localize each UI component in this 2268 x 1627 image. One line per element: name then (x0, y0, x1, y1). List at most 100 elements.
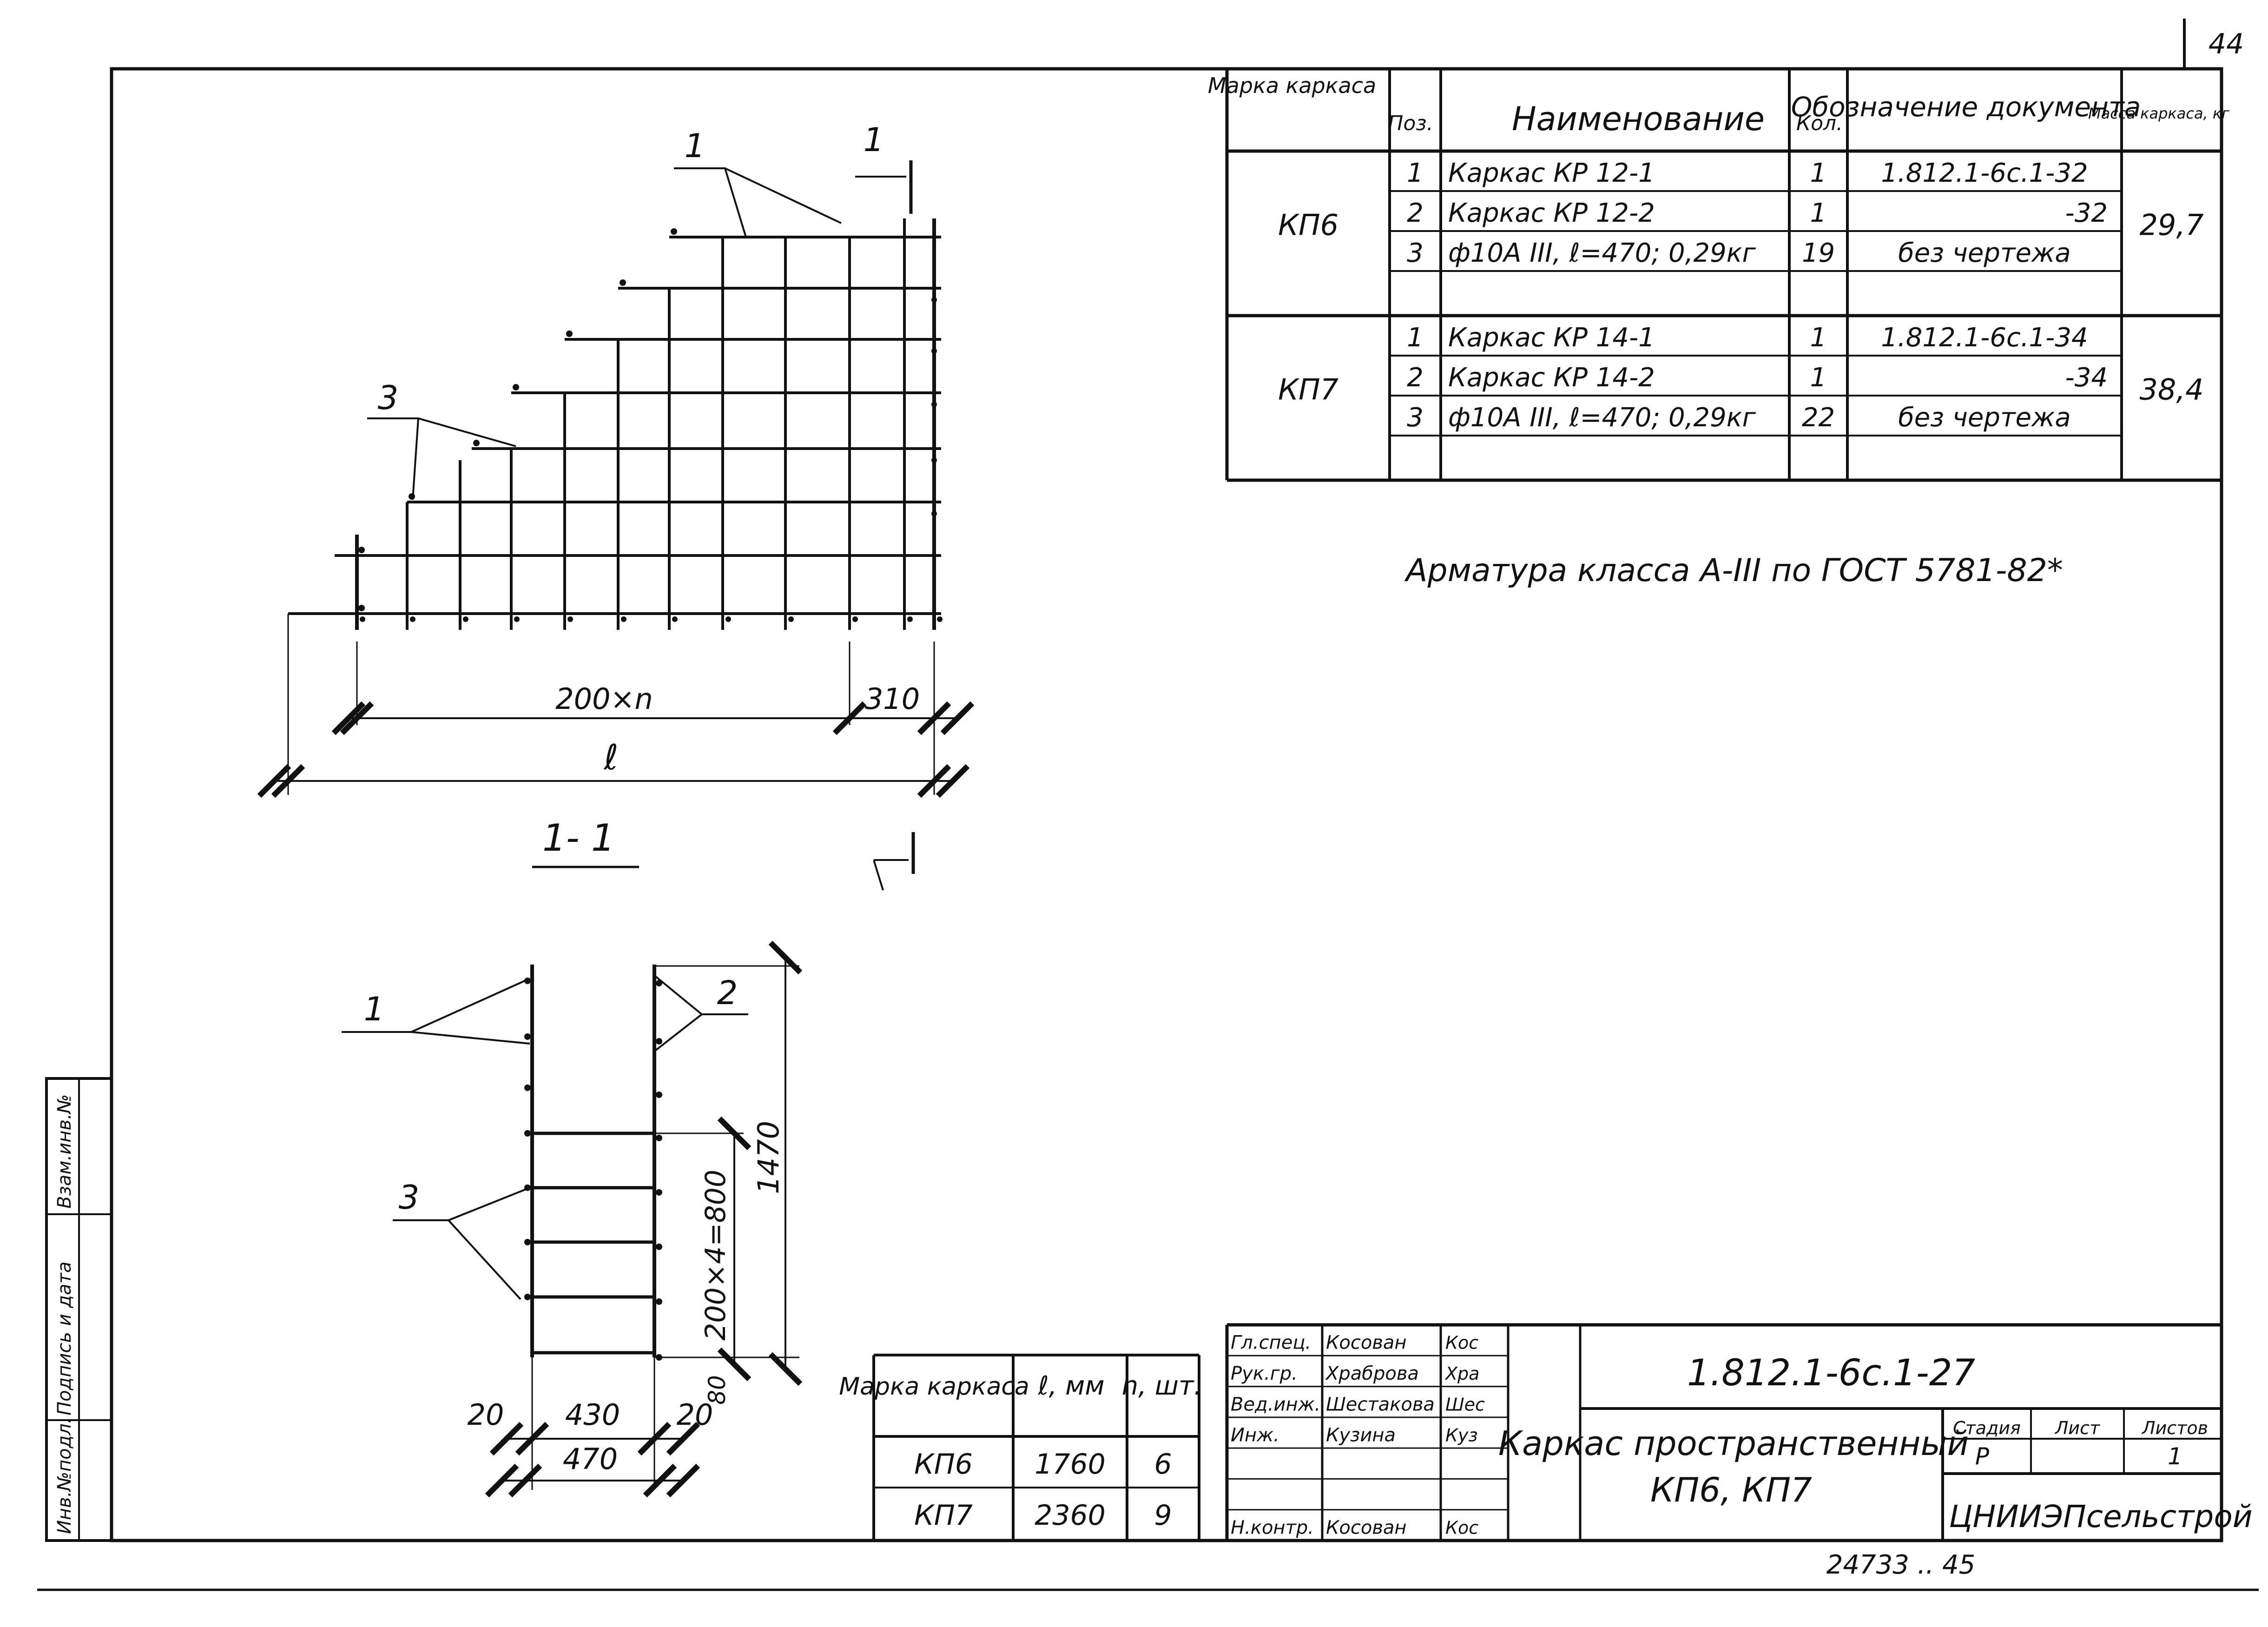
weld-dot (567, 616, 573, 622)
spec-cell-qty: 1 (1810, 158, 1827, 188)
spec-cell-pos: 3 (1407, 238, 1424, 268)
spec-cell-name: Каркас КР 14-2 (1448, 363, 1655, 393)
weld-dot (524, 1294, 531, 1300)
spec-cell-doc: -32 (2065, 198, 2108, 228)
spec-cell-name: ф10А III, ℓ=470; 0,29кг (1448, 403, 1756, 433)
section-leader-3: 3 (399, 1178, 420, 1217)
size-cell-mark: КП6 (914, 1448, 973, 1481)
weld-dot (524, 1033, 531, 1040)
spec-group-mark: КП6 (1278, 208, 1338, 242)
cage-elevation (288, 218, 943, 630)
weld-dot (931, 297, 937, 303)
weld-dot (409, 493, 415, 500)
spec-cell-pos: 1 (1407, 158, 1424, 188)
spec-group-mark: КП7 (1278, 373, 1338, 407)
weld-dot (473, 440, 480, 446)
weld-dot (656, 1038, 662, 1045)
spec-cell-name: Каркас КР 14-1 (1448, 323, 1655, 353)
dim-section-height: 1470 (752, 1121, 785, 1194)
weld-dot (358, 547, 365, 553)
weld-dot (358, 605, 365, 611)
stage-value: Р (1975, 1443, 1990, 1470)
spec-header-doc: Обозначение документа (1791, 91, 2141, 123)
weld-dot (725, 616, 731, 622)
stage-label: Стадия (1953, 1418, 2021, 1438)
tb-sign-role: Гл.спец. (1231, 1332, 1311, 1354)
weld-dot (566, 331, 573, 337)
spec-cell-pos: 1 (1407, 323, 1424, 353)
dim-main-span: 200×n (555, 682, 653, 716)
tb-sign-name: Косован (1326, 1332, 1407, 1354)
weld-dot (788, 616, 794, 622)
organization: ЦНИИЭПсельстрой (1949, 1499, 2252, 1534)
weld-dot (656, 1091, 662, 1098)
tb-sign-signature: Шес (1445, 1394, 1485, 1415)
spec-cell-doc: -34 (2065, 363, 2108, 393)
section-leader-1: 1 (364, 990, 385, 1028)
cage-section (524, 965, 662, 1361)
weld-dot (931, 402, 937, 407)
size-cell-count: 6 (1154, 1448, 1172, 1481)
size-header-n: n, шт. (1122, 1371, 1202, 1401)
bottom-note: 24733 .. 45 (1826, 1550, 1976, 1580)
spec-cell-name: Каркас КР 12-1 (1448, 158, 1655, 188)
weld-dot (513, 384, 519, 390)
section-title: 1- 1 (542, 816, 615, 860)
sheet-label: Лист (2054, 1418, 2101, 1438)
dim-end-span: 310 (865, 682, 920, 716)
weld-dot (656, 1298, 662, 1305)
spec-header-qty: Кол. (1796, 112, 1843, 135)
tb-sign-signature: Хра (1444, 1363, 1479, 1384)
spec-cell-doc: 1.812.1-6с.1-32 (1881, 158, 2088, 188)
sheet-frame (37, 19, 2259, 1591)
tb-sign-signature: Куз (1445, 1425, 1478, 1446)
sheets-value: 1 (2168, 1443, 2182, 1470)
weld-dot (410, 616, 415, 622)
tb-sign-role: Рук.гр. (1231, 1363, 1298, 1384)
tb-sign-role: Н.контр. (1231, 1517, 1314, 1538)
spec-header: Марка каркаса Поз. Наименование Кол. Обо… (1208, 73, 2229, 138)
dim-right-cover: 20 (677, 1398, 713, 1432)
tb-sign-name: Кузина (1326, 1425, 1396, 1446)
weld-dot (463, 616, 468, 622)
spec-cell-pos: 2 (1407, 363, 1424, 393)
weld-dot (656, 1135, 662, 1141)
spec-table: Марка каркаса Поз. Наименование Кол. Обо… (1208, 69, 2229, 482)
weld-dot (621, 616, 626, 622)
dim-bottom-cover: 80 (704, 1375, 731, 1405)
tb-sign-role: Инж. (1231, 1425, 1279, 1446)
weld-dot (524, 1130, 531, 1137)
weld-dot (360, 616, 365, 622)
section-mark-top: 1 (864, 121, 884, 159)
stamp-inv-replaced: Взам.инв.№ (54, 1094, 75, 1209)
weld-dot (937, 616, 943, 622)
dim-overall-width: 470 (563, 1442, 618, 1476)
tb-sign-signature: Кос (1445, 1517, 1478, 1538)
dim-clear-width: 430 (565, 1398, 620, 1432)
spec-cell-doc: без чертежа (1898, 403, 2071, 433)
spec-cell-qty: 1 (1810, 363, 1827, 393)
tb-sign-name: Храброва (1325, 1363, 1419, 1384)
spec-cell-qty: 1 (1810, 323, 1827, 353)
spec-cell-name: ф10А III, ℓ=470; 0,29кг (1448, 238, 1756, 268)
general-note: Арматура класса А-III по ГОСТ 5781-82* (1404, 552, 2063, 589)
spec-group-mass: 29,7 (2139, 208, 2203, 242)
weld-dot (907, 616, 913, 622)
section-leader-2: 2 (717, 974, 738, 1012)
spec-header-mark-text: Марка каркаса (1208, 73, 1376, 98)
weld-dot (620, 279, 626, 286)
spec-header-mark: Марка каркаса (1208, 73, 1376, 98)
stamp-sign-date: Подпись и дата (54, 1262, 75, 1415)
page-number: 44 (2209, 28, 2244, 60)
spec-cell-qty: 1 (1810, 198, 1827, 228)
size-cell-length: 2360 (1035, 1499, 1106, 1532)
doc-title: Каркас пространственный (1498, 1424, 1969, 1463)
dim-bar-spacing: 200×4=800 (699, 1170, 732, 1341)
stamp-inv-original: Инв.№подл. (54, 1417, 75, 1534)
dim-left-cover: 20 (468, 1398, 504, 1432)
weld-dot (514, 616, 520, 622)
weld-dot (656, 1243, 662, 1250)
